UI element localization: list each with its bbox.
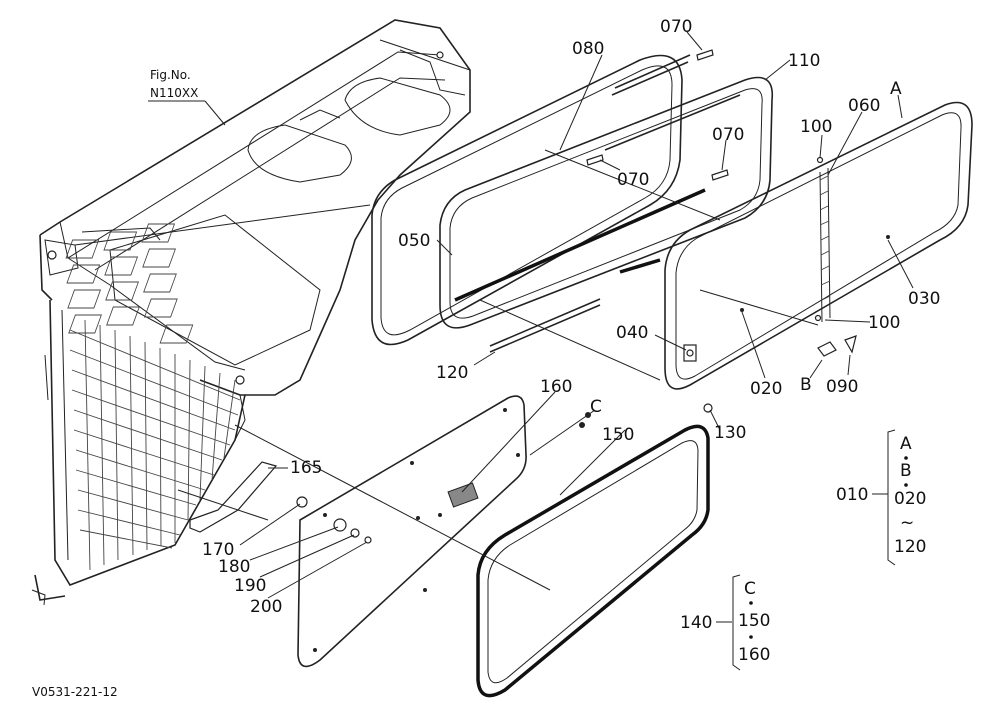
label-030: 030	[908, 289, 940, 309]
label-040: 040	[616, 323, 648, 343]
assembly-010-item-4: 120	[894, 537, 926, 557]
label-130: 130	[714, 423, 746, 443]
label-200: 200	[250, 597, 282, 617]
label-C: C	[590, 397, 602, 417]
label-180: 180	[218, 557, 250, 577]
assembly-010-item-3: ~	[900, 513, 914, 533]
assembly-010-number: 010	[836, 485, 868, 505]
label-100-top: 100	[800, 117, 832, 137]
label-170: 170	[202, 540, 234, 560]
part-150-frame	[476, 424, 710, 698]
label-020: 020	[750, 379, 782, 399]
assembly-140-item-2: 160	[738, 645, 770, 665]
label-165: 165	[290, 458, 322, 478]
label-070-top: 070	[660, 17, 692, 37]
label-050: 050	[398, 231, 430, 251]
label-100-bottom: 100	[868, 313, 900, 333]
label-B: B	[800, 375, 812, 395]
part-110-frame	[439, 76, 774, 329]
label-190: 190	[234, 576, 266, 596]
drawing-code: V0531-221-12	[32, 685, 118, 699]
label-080: 080	[572, 39, 604, 59]
assembly-140-group: 140 C 150 160	[680, 574, 770, 671]
roof-grid	[65, 214, 321, 366]
fig-no-value: N110XX	[150, 86, 198, 100]
label-060: 060	[848, 96, 880, 116]
assembly-140-number: 140	[680, 613, 712, 633]
label-150: 150	[602, 425, 634, 445]
label-110: 110	[788, 51, 820, 71]
assembly-140-item-1: 150	[738, 611, 770, 631]
label-A: A	[890, 79, 902, 99]
part-165-bracket	[189, 412, 591, 544]
assembly-010-item-1: B	[900, 461, 912, 481]
label-160: 160	[540, 377, 572, 397]
label-090: 090	[826, 377, 858, 397]
assembly-010-item-2: 020	[894, 489, 926, 509]
cab-frame	[31, 19, 471, 606]
assembly-010-item-0: A	[900, 434, 912, 454]
label-070-right: 070	[712, 125, 744, 145]
side-screen-grid	[49, 299, 246, 586]
assembly-010-group: 010 A B 020 ~ 120	[836, 429, 926, 566]
part-080-frame	[371, 54, 683, 346]
label-070-mid: 070	[617, 170, 649, 190]
leader-lines	[177, 31, 914, 599]
assembly-140-item-0: C	[744, 579, 756, 599]
part-160-panel	[297, 395, 527, 668]
part-labels: 070 080 110 070 070 100 060 A 050 030 10…	[202, 17, 940, 617]
label-120: 120	[436, 363, 468, 383]
fig-no-label: Fig.No.	[150, 68, 191, 82]
